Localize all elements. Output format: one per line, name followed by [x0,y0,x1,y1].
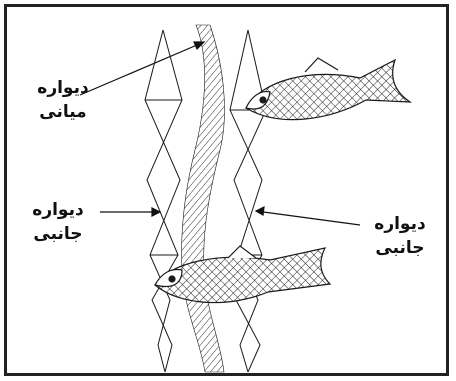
label-side-wall-right-line2: جانبی [362,236,438,260]
fish-upper [246,58,410,120]
label-side-wall-right: دیواره جانبی [362,212,438,260]
label-side-wall-left: دیواره جانبی [20,198,96,246]
side-wall-right-pointer [256,211,360,225]
fish-lower [155,246,330,303]
middle-wall-mesh [182,25,225,372]
side-wall-right-arrowhead [256,207,264,215]
label-side-wall-left-line2: جانبی [20,222,96,246]
side-wall-right-mesh [230,30,266,372]
label-middle-wall-line1: دیواره [28,76,98,100]
label-middle-wall: دیواره میانی [28,76,98,124]
label-middle-wall-line2: میانی [28,100,98,124]
label-side-wall-left-line1: دیواره [20,198,96,222]
side-wall-left-mesh [145,30,182,372]
label-side-wall-right-line1: دیواره [362,212,438,236]
middle-wall-pointer [80,42,204,95]
